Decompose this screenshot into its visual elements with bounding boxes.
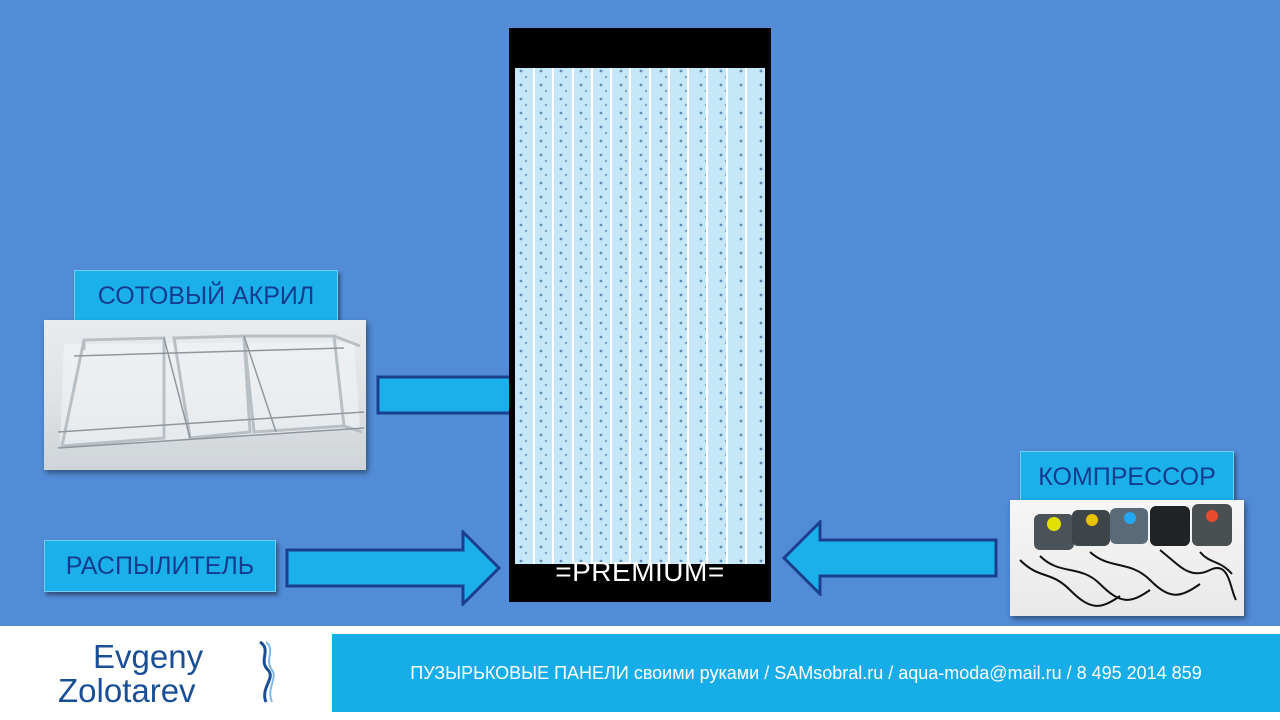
wave-logo-icon (259, 640, 275, 703)
author-first-name: Evgeny (93, 638, 204, 675)
label-sprayer: РАСПЫЛИТЕЛЬ (44, 540, 276, 592)
honeycomb-acrylic-photo (44, 320, 366, 470)
author-last-name: Zolotarev (58, 672, 196, 709)
footer: Evgeny Zolotarev ПУЗЫРЬКОВЫЕ ПАНЕЛИ свои… (0, 626, 1280, 720)
arrow-compressor-to-panel (781, 520, 998, 596)
label-honeycomb-acrylic: СОТОВЫЙ АКРИЛ (74, 270, 338, 322)
panel-brand-text: =PREMIUM= (555, 556, 725, 587)
footer-tagline: ПУЗЫРЬКОВЫЕ ПАНЕЛИ своими руками / SAMso… (410, 662, 1202, 683)
label-compressor: КОМПРЕССОР (1020, 451, 1234, 503)
acrylic-sheet-illustration (57, 334, 365, 449)
bubble-columns-illustration (515, 68, 765, 564)
footer-contact-bar: ПУЗЫРЬКОВЫЕ ПАНЕЛИ своими руками / SAMso… (332, 634, 1280, 712)
bubble-panel-tubes (515, 68, 765, 564)
bubble-panel: =PREMIUM= (509, 28, 771, 602)
arrow-sprayer-to-panel (285, 530, 502, 606)
compressor-photo (1010, 500, 1244, 616)
author-logo: Evgeny Zolotarev (0, 626, 332, 720)
compressors-illustration (1019, 504, 1237, 607)
